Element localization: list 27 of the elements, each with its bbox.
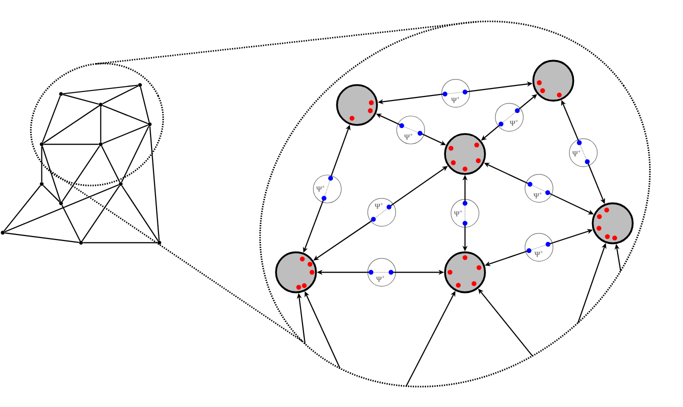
zoom-ellipse bbox=[30, 62, 164, 186]
line bbox=[140, 86, 150, 122]
line bbox=[102, 124, 148, 144]
line bbox=[149, 126, 160, 241]
line bbox=[121, 126, 150, 182]
line bbox=[42, 185, 60, 202]
line bbox=[121, 185, 159, 242]
line bbox=[102, 104, 148, 124]
line bbox=[41, 146, 42, 182]
line bbox=[100, 106, 102, 142]
line bbox=[102, 85, 138, 104]
line bbox=[61, 204, 81, 242]
line bbox=[4, 232, 79, 243]
line bbox=[62, 94, 99, 105]
line bbox=[4, 185, 41, 232]
line bbox=[63, 84, 138, 94]
line bbox=[44, 144, 99, 145]
line bbox=[42, 96, 61, 143]
line bbox=[42, 146, 61, 202]
line bbox=[62, 146, 100, 202]
line bbox=[83, 242, 158, 244]
line bbox=[4, 184, 119, 232]
zoom-line bbox=[46, 168, 303, 342]
line bbox=[82, 185, 120, 242]
line bbox=[101, 146, 120, 182]
line bbox=[43, 105, 100, 144]
zoom-line bbox=[96, 21, 478, 65]
